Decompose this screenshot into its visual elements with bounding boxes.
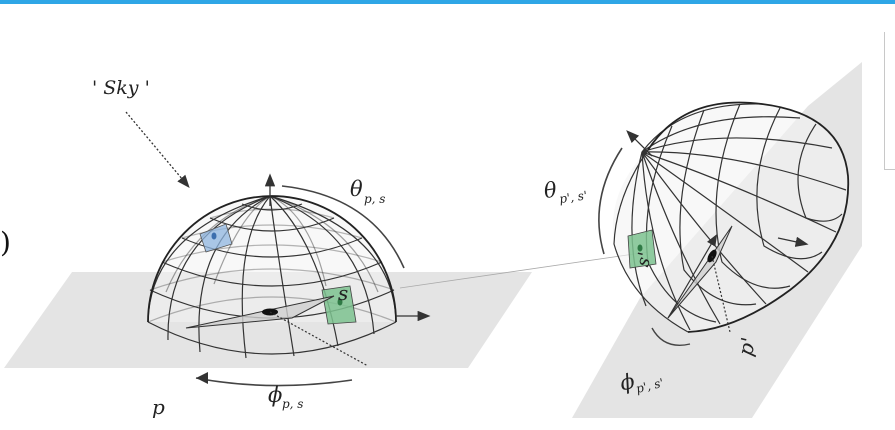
right-sample-label: s' (632, 250, 656, 269)
right-sample-dot (637, 244, 643, 252)
left-phi-symbol: ϕ (268, 383, 282, 407)
right-projection-triangle (667, 225, 733, 319)
right-normal-arrow (626, 130, 653, 157)
left-dotted-diagonal (269, 311, 369, 367)
left-scene: ' Sky ' θ p, s s ϕ p, s p (4, 77, 532, 419)
phi-arc-arrowhead (196, 372, 208, 384)
right-phi-arc (651, 327, 691, 346)
scene-connector (399, 251, 649, 289)
right-horizontal-arrow (777, 236, 809, 247)
left-theta-arc (281, 185, 405, 269)
right-theta-arc (598, 147, 623, 255)
right-hemisphere-outline (647, 101, 850, 333)
sample-patch-dot (337, 298, 343, 306)
left-projection-triangle (185, 295, 335, 329)
left-theta-symbol: θ (350, 177, 363, 201)
left-hemisphere-outline (147, 195, 397, 323)
sky-direction-arrow (125, 111, 190, 188)
left-phi-subscript: p, s (282, 397, 303, 411)
right-inner-arrow (667, 233, 718, 319)
sky-patch-dot (211, 232, 217, 240)
left-latitudes (147, 203, 397, 355)
right-scene: θ p', s' s' ϕ p', s' p' (542, 62, 862, 418)
top-accent-bar (0, 0, 895, 4)
right-phi-subscript: p', s' (634, 376, 665, 396)
left-plane-label: p (152, 395, 165, 419)
left-theta-subscript: p, s (364, 192, 385, 206)
left-sample-label: s (338, 281, 348, 305)
right-hemisphere (612, 102, 849, 332)
right-theta-subscript: p', s' (558, 188, 588, 206)
right-phi-symbol: ϕ (617, 369, 637, 396)
right-plane-label: p' (733, 335, 761, 359)
left-phi-arc (195, 377, 353, 387)
adjacent-figure-edge (884, 32, 895, 170)
right-theta-symbol: θ (542, 178, 558, 204)
cropped-label-fragment: ) (0, 226, 11, 259)
sky-label: ' Sky ' (92, 77, 150, 99)
right-dotted-line (711, 255, 731, 333)
